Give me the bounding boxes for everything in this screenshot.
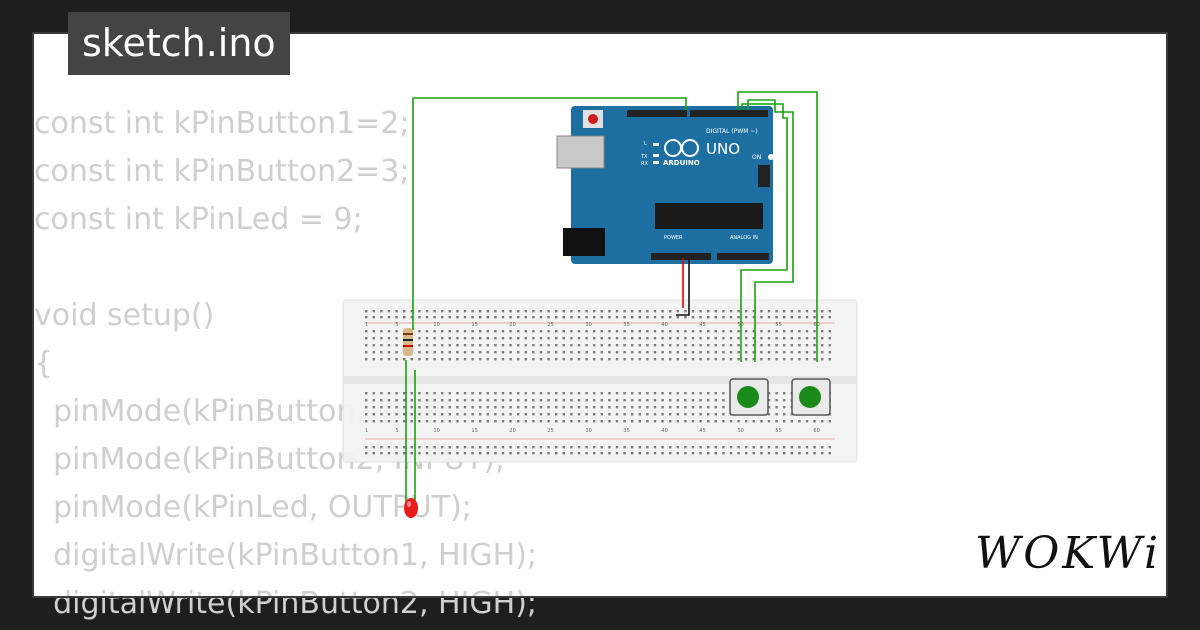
breadboard-column-number: 55 — [775, 428, 781, 434]
arduino-brand: ARDUINO — [663, 159, 700, 167]
red-led — [404, 498, 418, 518]
wire-pin2 — [737, 91, 818, 362]
breadboard-column-number: 45 — [699, 428, 705, 434]
push-button-2 — [791, 378, 831, 416]
l-label: L — [644, 141, 647, 147]
wire-pin9 — [412, 97, 687, 330]
rx-label: RX — [641, 161, 648, 167]
breadboard-column-number: 20 — [509, 322, 515, 328]
wires — [405, 91, 818, 505]
code-line: void setup() — [34, 298, 215, 333]
breadboard-column-number: 25 — [547, 428, 553, 434]
breadboard-column-number: 1 — [365, 428, 368, 434]
breadboard-column-number: 15 — [471, 322, 477, 328]
breadboard-column-number: 30 — [585, 322, 591, 328]
microcontroller-chip — [655, 203, 763, 229]
wokwi-logo: WOKWi — [975, 528, 1162, 579]
breadboard-column-number: 60 — [813, 428, 819, 434]
breadboard-column-number: 5 — [395, 428, 398, 434]
breadboard: 1155101015152020252530303535404045455050… — [342, 299, 858, 463]
on-label: ON — [752, 154, 761, 161]
code-line: const int kPinButton1=2; — [34, 106, 410, 141]
digital-label: DIGITAL (PWM ~) — [706, 128, 758, 135]
arduino-model: UNO — [706, 140, 740, 158]
arduino-uno-board: ARDUINO UNO DIGITAL (PWM ~) POWER ANALOG… — [556, 106, 774, 264]
breadboard-column-number: 50 — [737, 428, 743, 434]
code-line: digitalWrite(kPinButton1, HIGH); — [34, 538, 538, 573]
code-line: pinMode(kPinLed, OUTPUT); — [34, 490, 472, 525]
breadboard-column-number: 55 — [775, 322, 781, 328]
breadboard-column-number: 1 — [365, 322, 368, 328]
wire-gnd-button — [740, 103, 788, 362]
power-jack — [563, 228, 605, 256]
breadboard-column-number: 25 — [547, 322, 553, 328]
analog-label: ANALOG IN — [730, 235, 758, 241]
power-label: POWER — [664, 235, 683, 241]
breadboard-column-number: 30 — [585, 428, 591, 434]
breadboard-column-number: 15 — [471, 428, 477, 434]
resistor — [403, 328, 413, 356]
breadboard-column-number: 20 — [509, 428, 515, 434]
code-line: { — [34, 346, 54, 381]
code-line: digitalWrite(kPinButton2, HIGH); — [34, 586, 538, 621]
breadboard-column-number: 10 — [433, 322, 439, 328]
tx-label: TX — [640, 154, 648, 160]
breadboard-column-number: 40 — [661, 322, 667, 328]
breadboard-column-number: 35 — [623, 322, 629, 328]
breadboard-column-number: 5 — [395, 322, 398, 328]
wire-pin3 — [747, 99, 794, 362]
usb-port — [556, 135, 605, 169]
breadboard-column-number: 40 — [661, 428, 667, 434]
push-button-1 — [729, 378, 769, 416]
wire-gnd — [676, 258, 690, 316]
breadboard-column-number: 10 — [433, 428, 439, 434]
sketch-tab-title: sketch.ino — [68, 12, 290, 75]
breadboard-column-number: 45 — [699, 322, 705, 328]
breadboard-column-number: 35 — [623, 428, 629, 434]
code-line: const int kPinLed = 9; — [34, 202, 363, 237]
code-line: const int kPinButton2=3; — [34, 154, 410, 189]
